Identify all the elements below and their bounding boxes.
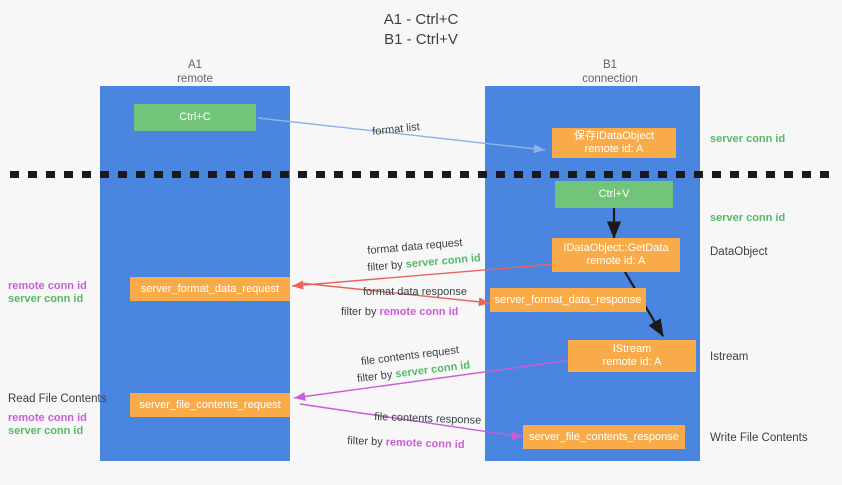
right-label-server-conn-id-1: server conn id [710, 133, 786, 145]
diagram-title: A1 - Ctrl+C B1 - Ctrl+V [0, 10, 842, 50]
caption-format-data-request-filter-value: server conn id [405, 252, 482, 271]
box-ctrl-c[interactable]: Ctrl+C [134, 104, 256, 131]
box-getdata-line2: remote id: A [586, 255, 646, 267]
box-server-file-contents-request[interactable]: server_file_contents_request [130, 393, 290, 417]
lane-header-a1-name: A1 [187, 59, 203, 71]
box-idataobject[interactable]: 保存IDataObject remote id: A [552, 128, 676, 158]
caption-format-data-response-text: format data response [363, 286, 467, 298]
right-label-server-conn-id-2: server conn id [710, 212, 786, 224]
left-label-server-conn-id-2: server conn id [8, 425, 84, 437]
left-label-read-file-contents: Read File Contents [8, 393, 107, 405]
box-istream[interactable]: IStream remote id: A [568, 340, 696, 372]
caption-format-data-request-filter-prefix: filter by [366, 258, 407, 275]
box-server-file-contents-request-label: server_file_contents_request [139, 398, 281, 411]
lane-header-b1-name: B1 [602, 59, 618, 71]
left-label-server-conn-id-1: server conn id [8, 293, 84, 305]
caption-format-data-response-filter-prefix: filter by [341, 306, 380, 318]
box-istream-line1: IStream [612, 343, 652, 355]
box-server-file-contents-response-label: server_file_contents_response [529, 430, 679, 443]
caption-file-contents-request-filter-prefix: filter by [356, 368, 397, 386]
lane-header-b1-sub: connection [582, 73, 638, 85]
caption-format-data-response-filter-value: remote conn id [379, 306, 459, 318]
box-idataobject-line1: 保存IDataObject [573, 130, 655, 142]
left-label-remote-conn-id-1: remote conn id [8, 280, 87, 292]
caption-file-contents-response-text: file contents response [374, 411, 482, 427]
title-line-2: B1 - Ctrl+V [384, 31, 458, 48]
caption-file-contents-response-filter-value: remote conn id [385, 436, 465, 452]
caption-format-data-response-filter: filter by remote conn id [341, 305, 458, 319]
box-idataobject-line2: remote id: A [584, 143, 644, 155]
box-server-format-data-request-label: server_format_data_request [140, 282, 280, 295]
caption-file-contents-response: file contents response [374, 410, 481, 428]
caption-format-data-response: format data response [363, 285, 467, 299]
box-ctrl-v[interactable]: Ctrl+V [555, 181, 673, 208]
box-getdata-line1: IDataObject::GetData [563, 242, 669, 254]
lane-header-a1: A1 remote [120, 58, 270, 86]
box-idataobject-getdata[interactable]: IDataObject::GetData remote id: A [552, 238, 680, 272]
lane-header-b1: B1 connection [535, 58, 685, 86]
right-label-dataobject: DataObject [710, 246, 768, 258]
right-label-write-file-contents: Write File Contents [710, 432, 808, 444]
box-server-format-data-response[interactable]: server_format_data_response [490, 288, 646, 312]
box-ctrl-c-label: Ctrl+C [179, 111, 211, 123]
dashed-divider [10, 171, 832, 178]
caption-file-contents-response-filter: filter by remote conn id [347, 434, 465, 452]
caption-format-list: format list [371, 121, 421, 139]
title-line-1: A1 - Ctrl+C [383, 11, 459, 28]
lane-header-a1-sub: remote [177, 73, 213, 85]
box-istream-line2: remote id: A [602, 356, 662, 368]
caption-file-contents-response-filter-prefix: filter by [347, 435, 386, 449]
left-label-remote-conn-id-2: remote conn id [8, 412, 87, 424]
box-ctrl-v-label: Ctrl+V [598, 188, 630, 200]
box-server-format-data-request[interactable]: server_format_data_request [130, 277, 290, 301]
box-server-format-data-response-label: server_format_data_response [494, 293, 642, 306]
right-label-istream: Istream [710, 351, 749, 363]
box-server-file-contents-response[interactable]: server_file_contents_response [523, 425, 685, 449]
